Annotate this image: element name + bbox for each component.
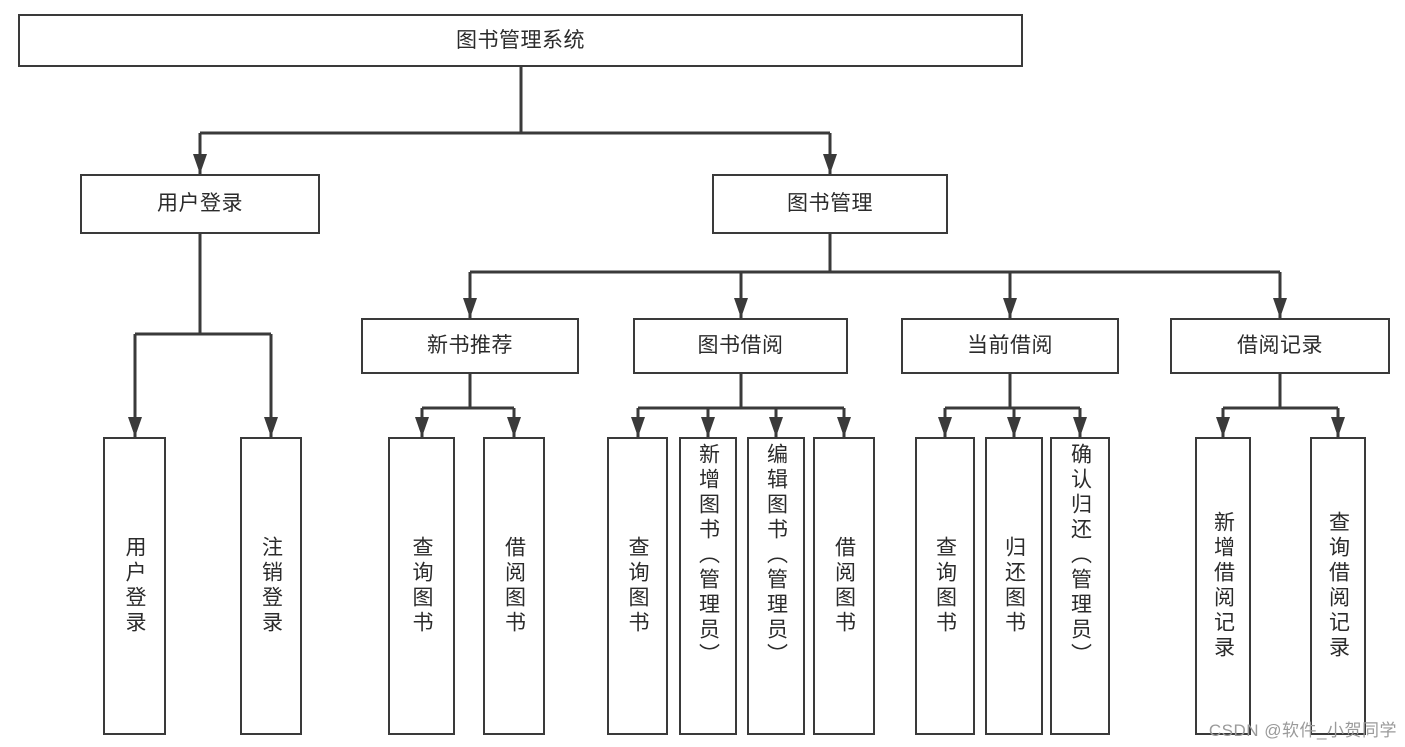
node-label: 查询借阅记录 — [1326, 511, 1350, 661]
node-label: 新增借阅记录 — [1211, 511, 1235, 661]
connector-arrowhead — [463, 298, 477, 318]
connector-arrowhead — [1003, 298, 1017, 318]
node-label: 用户登录 — [157, 192, 243, 216]
node-label: 编辑图书（管理员） — [764, 443, 788, 668]
node-records[interactable]: 借阅记录 — [1170, 318, 1390, 374]
connector-arrowhead — [128, 417, 142, 437]
connector-arrowhead — [507, 417, 521, 437]
node-leaf-login-1[interactable]: 用户登录 — [103, 437, 166, 735]
node-label: 查询图书 — [933, 536, 957, 636]
node-newbook[interactable]: 新书推荐 — [361, 318, 579, 374]
node-label: 新增图书（管理员） — [696, 443, 720, 668]
node-login[interactable]: 用户登录 — [80, 174, 320, 234]
node-label: 注销登录 — [259, 536, 283, 636]
connector-arrowhead — [823, 154, 837, 174]
connector-arrowhead — [193, 154, 207, 174]
csdn-watermark: CSDN @软件_小贺同学 — [1208, 721, 1397, 740]
node-label: 查询图书 — [626, 536, 649, 636]
node-label: 用户登录 — [123, 536, 146, 636]
connector-arrowhead — [701, 417, 715, 437]
node-bookmgmt[interactable]: 图书管理 — [712, 174, 948, 234]
node-leaf-rec-1[interactable]: 新增借阅记录 — [1195, 437, 1251, 735]
node-label: 图书借阅 — [697, 334, 784, 358]
node-borrow[interactable]: 图书借阅 — [633, 318, 848, 374]
node-leaf-cur-3[interactable]: 确认归还（管理员） — [1050, 437, 1110, 735]
node-leaf-bor-1[interactable]: 查询图书 — [607, 437, 668, 735]
node-label: 新书推荐 — [427, 334, 513, 358]
connector-arrowhead — [1273, 298, 1287, 318]
node-label: 查询图书 — [410, 536, 433, 636]
node-label: 归还图书 — [1002, 536, 1026, 636]
node-label: 借阅图书 — [502, 536, 526, 636]
node-label: 图书管理系统 — [456, 28, 585, 52]
connector-arrowhead — [1007, 417, 1021, 437]
node-label: 借阅记录 — [1237, 334, 1323, 358]
node-leaf-new-1[interactable]: 查询图书 — [388, 437, 455, 735]
node-label: 确认归还（管理员） — [1068, 443, 1092, 668]
connector-arrowhead — [415, 417, 429, 437]
connector-arrowhead — [1216, 417, 1230, 437]
node-current[interactable]: 当前借阅 — [901, 318, 1119, 374]
connector-arrowhead — [1331, 417, 1345, 437]
node-leaf-bor-4[interactable]: 借阅图书 — [813, 437, 875, 735]
node-leaf-bor-3[interactable]: 编辑图书（管理员） — [747, 437, 805, 735]
connector-arrowhead — [734, 298, 748, 318]
node-leaf-rec-2[interactable]: 查询借阅记录 — [1310, 437, 1366, 735]
connector-arrowhead — [837, 417, 851, 437]
node-leaf-login-2[interactable]: 注销登录 — [240, 437, 302, 735]
node-label: 当前借阅 — [967, 334, 1053, 358]
connector-arrowhead — [1073, 417, 1087, 437]
node-root[interactable]: 图书管理系统 — [18, 14, 1023, 67]
node-leaf-new-2[interactable]: 借阅图书 — [483, 437, 545, 735]
node-leaf-cur-1[interactable]: 查询图书 — [915, 437, 975, 735]
connector-arrowhead — [938, 417, 952, 437]
node-leaf-bor-2[interactable]: 新增图书（管理员） — [679, 437, 737, 735]
connector-arrowhead — [264, 417, 278, 437]
connector-arrowhead — [631, 417, 645, 437]
connector-arrowhead — [769, 417, 783, 437]
node-label: 图书管理 — [787, 192, 873, 216]
node-leaf-cur-2[interactable]: 归还图书 — [985, 437, 1043, 735]
node-label: 借阅图书 — [832, 536, 856, 636]
